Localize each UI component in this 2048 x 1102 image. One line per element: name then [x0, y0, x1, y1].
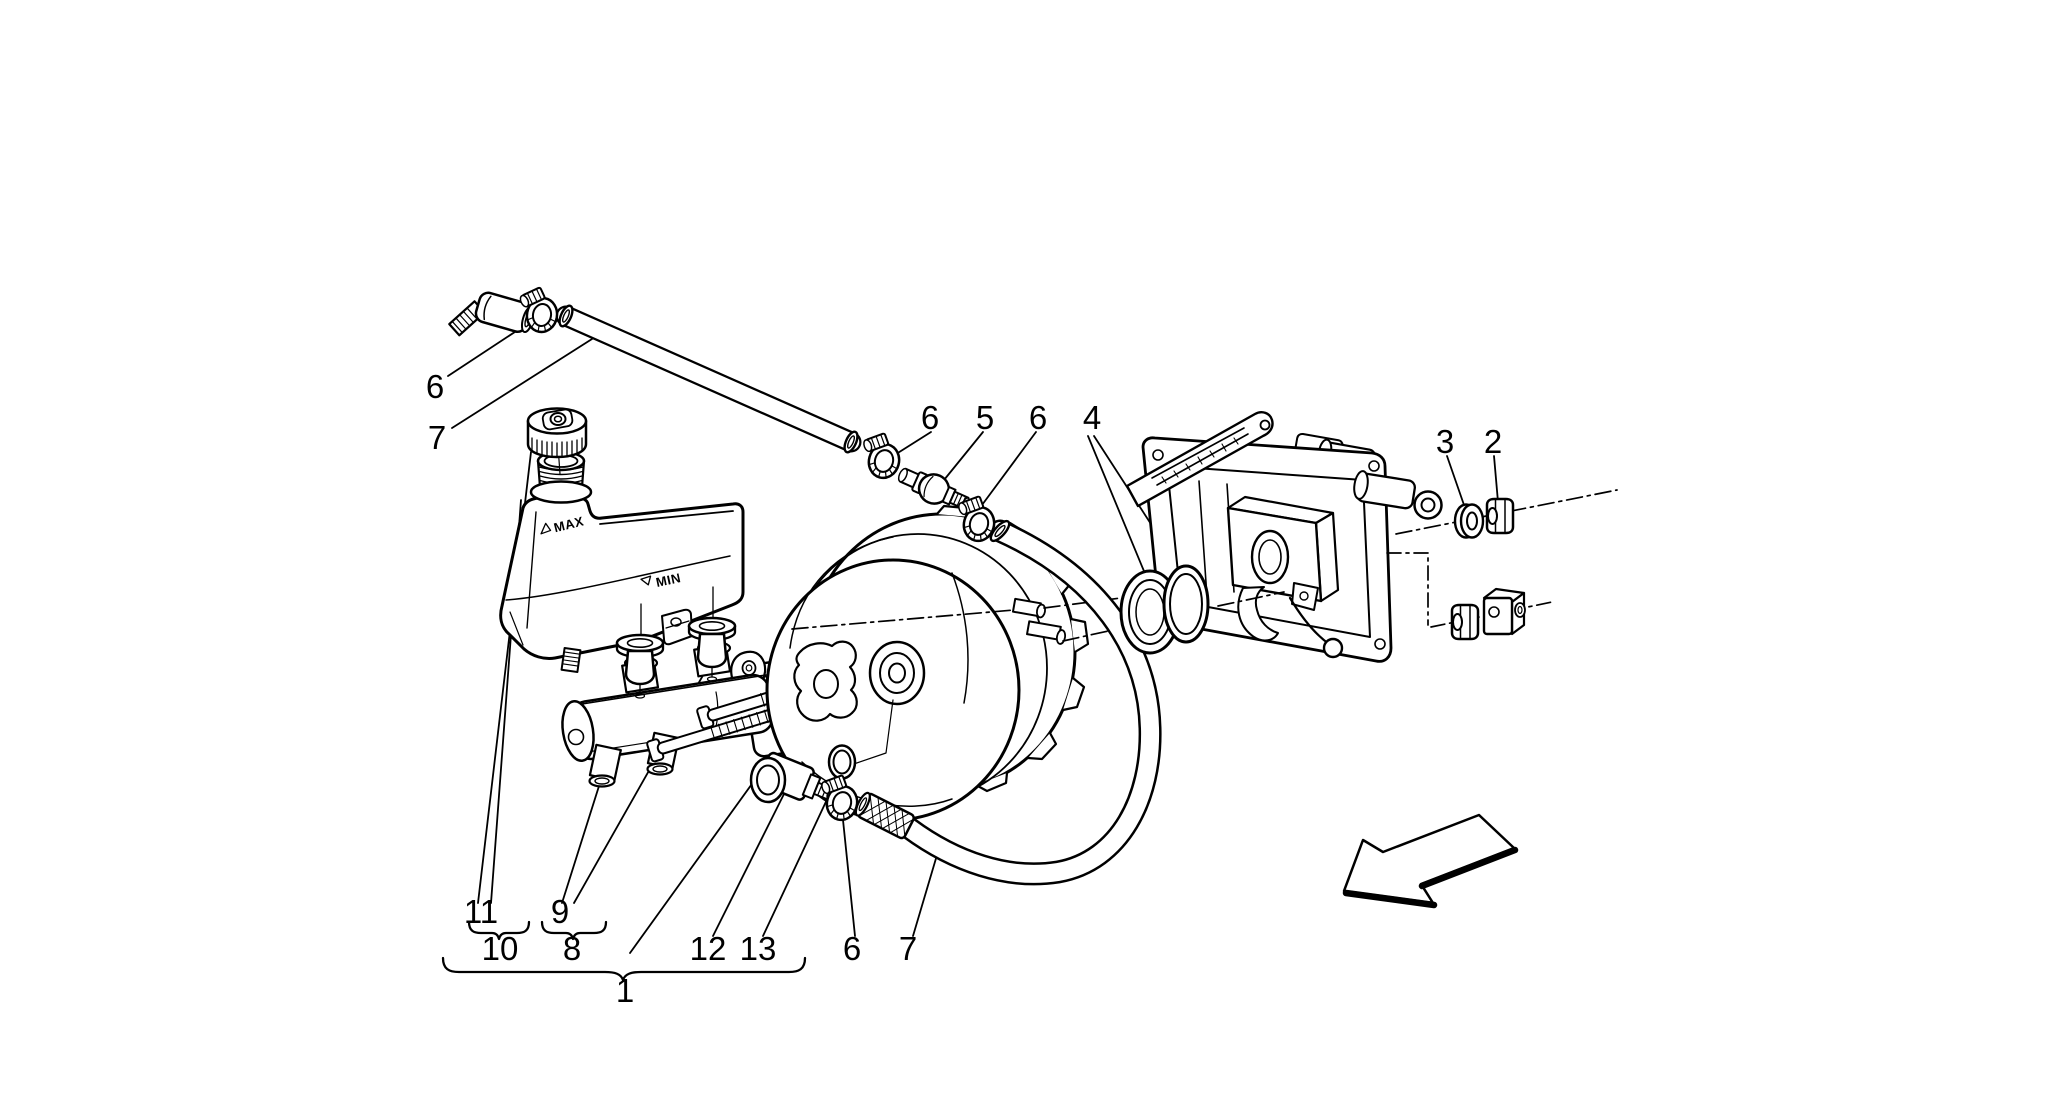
- max-label: MAX: [552, 513, 585, 535]
- hex-nut-lower: [1450, 603, 1480, 641]
- pedal-pivot-tube: [1353, 470, 1443, 520]
- callout-5: 5: [976, 399, 994, 436]
- reservoir-mount-clip: [661, 608, 693, 646]
- callout-13: 13: [740, 930, 777, 967]
- min-level-mark: MIN: [640, 570, 682, 590]
- max-level-mark: MAX: [540, 513, 585, 535]
- callout-6-upper-left: 6: [426, 368, 444, 405]
- callout-1: 1: [616, 972, 634, 1009]
- servo-mounting-plate: [793, 640, 858, 722]
- callout-8: 8: [563, 930, 581, 967]
- seal-rings: [1119, 564, 1210, 655]
- reservoir-drain-stub: [560, 646, 582, 674]
- axis-line-right: [1395, 489, 1618, 535]
- group-braces: [441, 920, 807, 982]
- reservoir-grommets: [615, 586, 737, 699]
- callout-2: 2: [1484, 423, 1502, 460]
- callout-10: 10: [482, 930, 519, 967]
- washer: [1453, 503, 1485, 539]
- callout-6-bottom: 6: [843, 930, 861, 967]
- bracket-center-block: [1226, 495, 1340, 603]
- servo-hub: [868, 640, 926, 706]
- position-reference-line: [844, 699, 894, 768]
- fluid-reservoir: MAX MIN: [499, 407, 745, 674]
- callout-11: 11: [464, 893, 498, 930]
- callout-6-top-mid: 6: [921, 399, 939, 436]
- callout-12: 12: [690, 930, 727, 967]
- servo-flange-tabs: [935, 504, 1090, 793]
- axis-line-bore: [1217, 591, 1285, 607]
- vacuum-hose-upper: [555, 304, 862, 454]
- callout-6-top-right: 6: [1029, 399, 1047, 436]
- servo-studs: [1011, 597, 1067, 645]
- hose-braided-end: [854, 791, 915, 840]
- reservoir-filler-neck: [529, 450, 593, 504]
- callout-4: 4: [1083, 399, 1101, 436]
- o-ring: [827, 744, 857, 780]
- bracket-top-strap: [1125, 411, 1274, 508]
- callout-7-bottom: 7: [899, 930, 917, 967]
- reservoir-cap: [526, 407, 588, 475]
- hose-clamp-mid-a: [853, 426, 907, 483]
- vacuum-hose-lower: [854, 519, 1162, 886]
- callout-3: 3: [1436, 423, 1454, 460]
- callout-9: 9: [551, 893, 569, 930]
- direction-arrow: [1342, 813, 1519, 909]
- hex-nut-upper: [1485, 497, 1515, 535]
- callout-7-upper-left: 7: [428, 419, 446, 456]
- min-label: MIN: [654, 570, 682, 590]
- clevis-block: [1482, 587, 1526, 636]
